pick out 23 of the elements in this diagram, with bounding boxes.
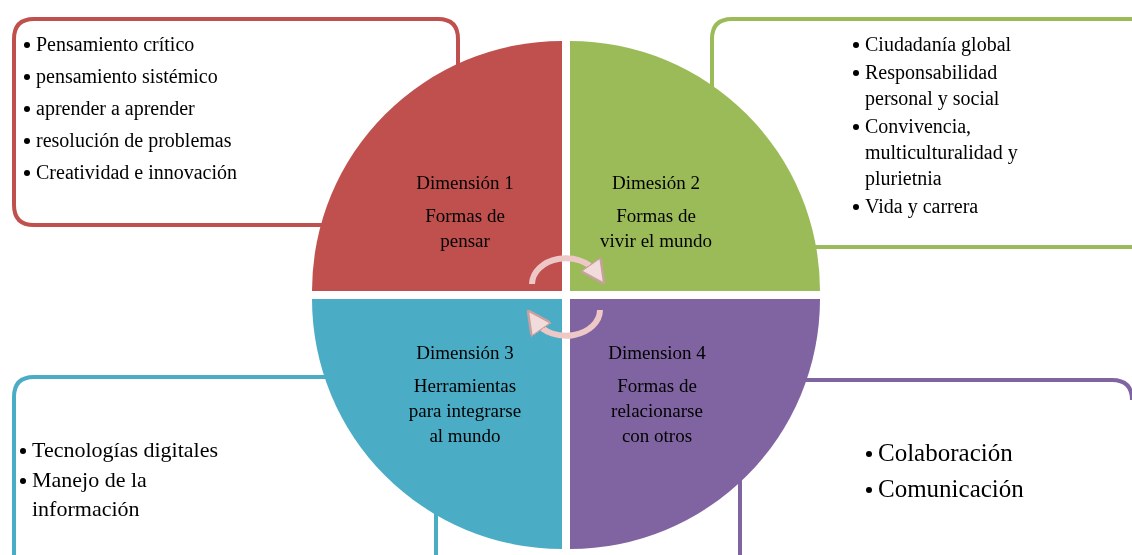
list-item-text: Convivencia, multiculturalidad y plurietnia <box>865 115 1018 189</box>
curved-arrow <box>525 309 603 339</box>
list-item-text: Pensamiento crítico <box>36 33 195 55</box>
dimension-title: Formas de vivir el mundo <box>599 204 713 253</box>
list-item-text: Ciudadanía global <box>865 33 1012 55</box>
list-item-text: Manejo de la información <box>32 467 147 521</box>
list-item-text: Comunicación <box>878 475 1024 502</box>
dimension-heading: Dimension 4 <box>607 341 707 365</box>
dimension-title: Herramientas para integrarse al mundo <box>407 374 523 448</box>
dimension-heading: Dimensión 3 <box>415 341 515 365</box>
list-item-text: Tecnologías digitales <box>32 437 219 462</box>
list-item-text: Colaboración <box>878 439 1013 466</box>
list-item-text: aprender a aprender <box>36 97 195 119</box>
dimension-title: Formas de relacionarse con otros <box>610 374 704 448</box>
dimension-heading: Dimesión 2 <box>610 171 702 195</box>
dimension-title: Formas de pensar <box>424 204 506 253</box>
list-item-text: Vida y carrera <box>865 195 979 217</box>
list-item-text: Responsabilidad personal y social <box>865 61 1000 109</box>
dimension-heading: Dimensión 1 <box>415 171 515 195</box>
list-item-text: resolución de problemas <box>36 129 232 151</box>
list-item-text: Creatividad e innovación <box>36 161 238 183</box>
list-item-text: pensamiento sistémico <box>36 65 218 87</box>
curved-arrow <box>529 255 607 285</box>
